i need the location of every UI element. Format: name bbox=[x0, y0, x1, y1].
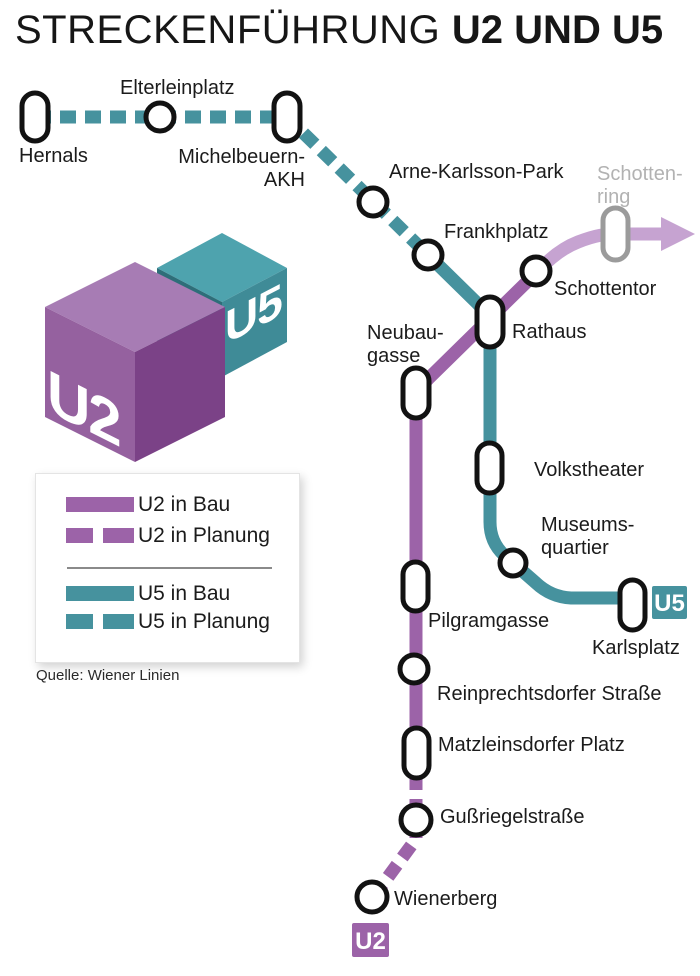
station-gussriegelstrasse bbox=[398, 802, 434, 838]
station-karlsplatz bbox=[617, 577, 648, 633]
u2-dash-swatch-icon bbox=[103, 528, 134, 543]
legend-label-u5-planung: U5 in Planung bbox=[138, 610, 270, 633]
label-schottenring: Schotten- ring bbox=[597, 163, 683, 208]
station-volkstheater bbox=[474, 440, 505, 496]
station-neubaugasse bbox=[400, 365, 432, 421]
station-matzleinsdorfer-platz bbox=[401, 725, 432, 781]
u2-planned-line bbox=[371, 775, 423, 896]
u2-dash-swatch-icon bbox=[66, 528, 93, 543]
label-frankhplatz: Frankhplatz bbox=[444, 221, 549, 243]
station-arne-karlsson-park bbox=[356, 185, 390, 219]
u5-dash-swatch-icon bbox=[103, 614, 134, 629]
u5-solid-swatch-icon bbox=[66, 586, 134, 601]
label-museumsquartier: Museums- quartier bbox=[541, 514, 635, 559]
label-hernals: Hernals bbox=[19, 145, 88, 167]
u5-terminus-badge: U5 bbox=[652, 586, 687, 619]
source-credit: Quelle: Wiener Linien bbox=[36, 667, 180, 684]
station-rathaus bbox=[474, 294, 506, 350]
station-schottenring bbox=[600, 205, 631, 263]
label-schottentor: Schottentor bbox=[554, 278, 657, 300]
station-wienerberg bbox=[354, 879, 390, 915]
label-rathaus: Rathaus bbox=[512, 321, 587, 343]
label-karlsplatz: Karlsplatz bbox=[592, 637, 680, 659]
label-matzleinsdorfer-platz: Matzleinsdorfer Platz bbox=[438, 734, 625, 756]
label-reinprechtsdorfer-strasse: Reinprechtsdorfer Straße bbox=[437, 683, 662, 705]
label-elterleinplatz: Elterleinplatz bbox=[120, 77, 235, 99]
u2-existing-arrow-icon bbox=[661, 217, 695, 251]
u2-terminus-label: U2 bbox=[355, 928, 386, 955]
station-museumsquartier bbox=[497, 547, 529, 579]
station-schottentor bbox=[519, 254, 553, 288]
legend-divider bbox=[67, 567, 272, 569]
station-reinprechtsdorfer-strasse bbox=[397, 652, 431, 686]
station-frankhplatz bbox=[411, 238, 445, 272]
label-gussriegelstrasse: Gußriegelstraße bbox=[440, 806, 585, 828]
u2-terminus-badge: U2 bbox=[352, 923, 389, 957]
station-michelbeuern-akh bbox=[271, 90, 303, 144]
legend-label-u2-bau: U2 in Bau bbox=[138, 493, 231, 516]
u2-cube: U2 bbox=[45, 262, 225, 462]
station-pilgramgasse bbox=[400, 559, 431, 614]
page-title-bold: U2 UND U5 bbox=[451, 8, 664, 52]
page-title-light: STRECKENFÜHRUNG bbox=[15, 8, 441, 52]
label-arne-karlsson-park: Arne-Karlsson-Park bbox=[389, 161, 564, 183]
u2-solid-swatch-icon bbox=[66, 497, 134, 512]
label-pilgramgasse: Pilgramgasse bbox=[428, 610, 550, 632]
legend-box: U2 in Bau U2 in Planung U5 in Bau U5 in … bbox=[35, 473, 300, 663]
label-wienerberg: Wienerberg bbox=[394, 888, 498, 910]
legend-label-u5-bau: U5 in Bau bbox=[138, 582, 231, 605]
label-michelbeuern-akh: Michelbeuern- AKH bbox=[178, 146, 305, 191]
station-hernals bbox=[19, 90, 51, 144]
label-neubaugasse: Neubau- gasse bbox=[367, 322, 444, 367]
u5-terminus-label: U5 bbox=[654, 590, 685, 617]
page-title: STRECKENFÜHRUNG U2 UND U5 bbox=[15, 8, 663, 52]
station-elterleinplatz bbox=[143, 100, 177, 134]
u5-dash-swatch-icon bbox=[66, 614, 93, 629]
legend-label-u2-planung: U2 in Planung bbox=[138, 524, 270, 547]
label-volkstheater: Volkstheater bbox=[534, 459, 645, 481]
